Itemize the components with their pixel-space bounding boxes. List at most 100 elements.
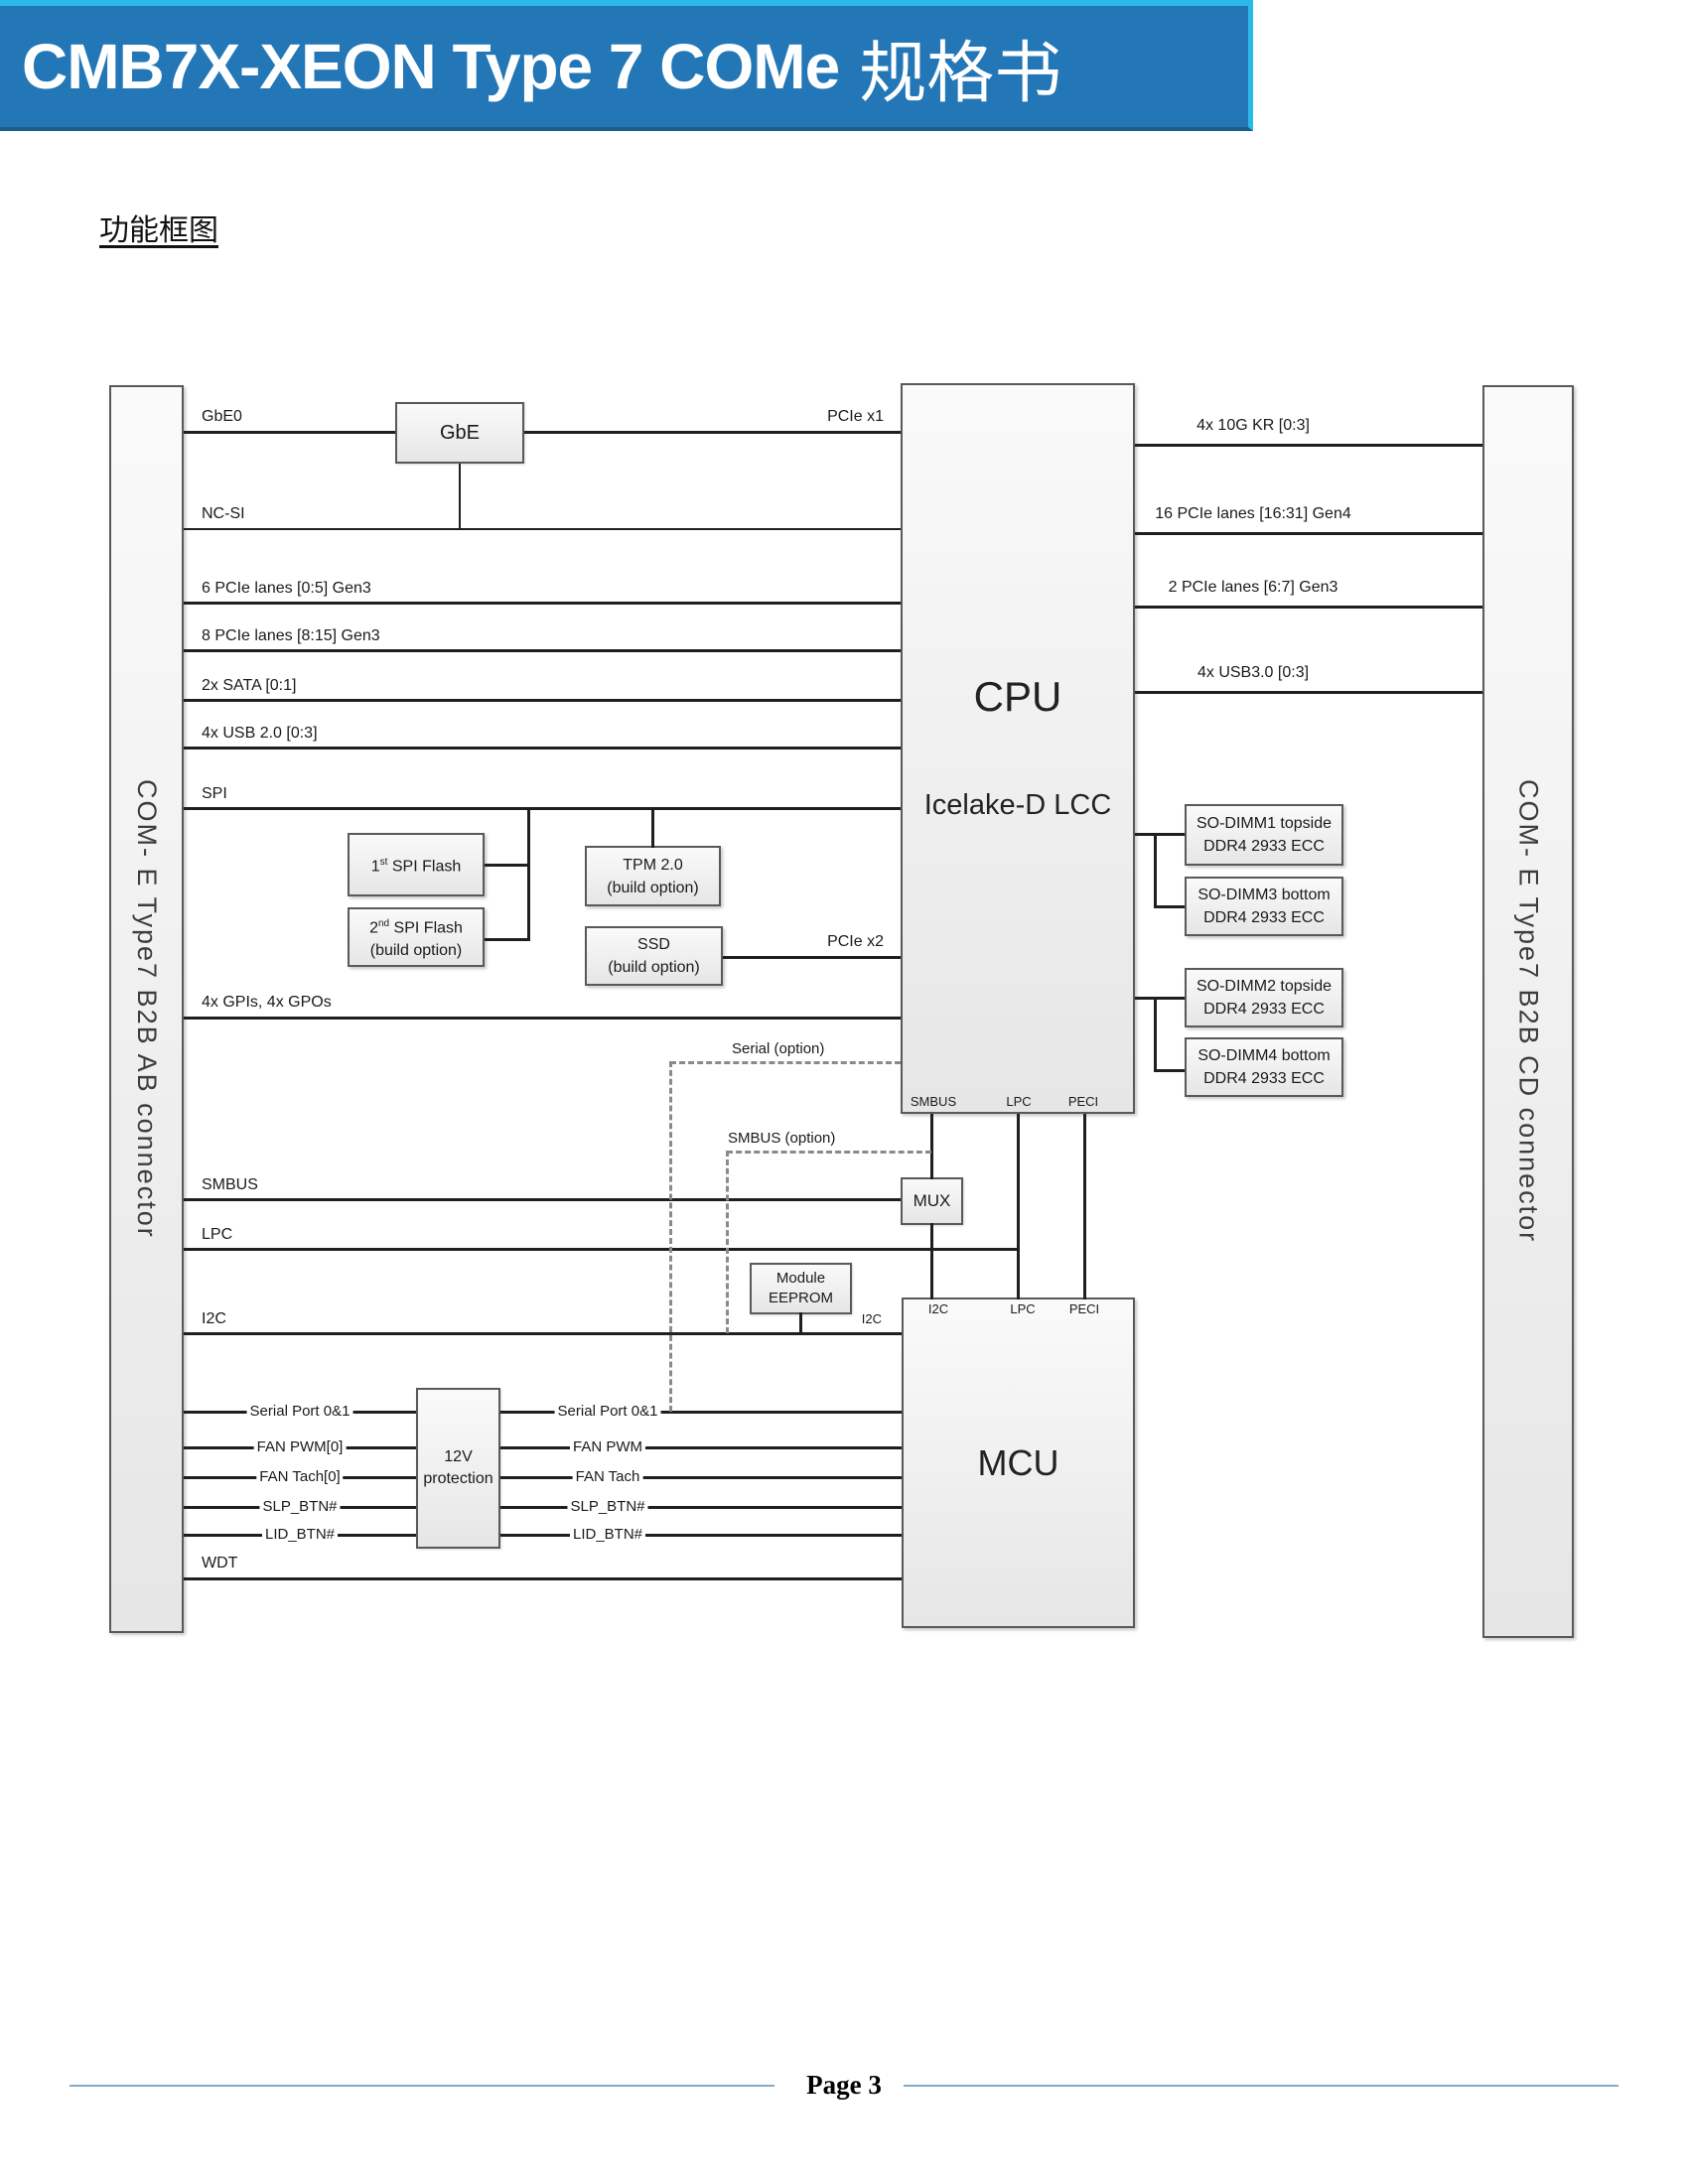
bus-line-gbe0	[184, 431, 395, 434]
label-pcie-x2: PCIe x2	[827, 933, 884, 950]
footer-rule-left	[70, 2085, 774, 2087]
label-smbus: SMBUS	[202, 1176, 258, 1193]
spi-flash1-branch	[485, 864, 529, 867]
bus-line-gpio	[184, 1017, 901, 1020]
label-serial-left: Serial Port 0&1	[246, 1403, 353, 1420]
dimm24-vert	[1154, 997, 1157, 1072]
ssd-label: SSD	[637, 936, 670, 953]
label-i2c: I2C	[202, 1310, 226, 1327]
bus-line-usb2	[184, 747, 901, 750]
bus-line-pcie-x1	[524, 431, 901, 434]
bus-line-usb3	[1135, 691, 1482, 694]
label-smbus-option: SMBUS (option)	[728, 1130, 836, 1147]
spi-flash2-branch	[485, 938, 529, 941]
label-ncsi: NC-SI	[202, 505, 245, 522]
com-e-cd-connector-label: COM- E Type7 B2B CD connector	[1513, 779, 1544, 1244]
label-sata: 2x SATA [0:1]	[202, 677, 297, 694]
label-slp-left: SLP_BTN#	[259, 1498, 341, 1515]
smbus-cpu-mux	[930, 1114, 933, 1179]
eeprom-label-1: Module	[775, 1270, 826, 1287]
cpu-pin-peci: PECI	[1067, 1094, 1099, 1109]
bus-line-pcie6	[184, 602, 901, 605]
serial-option-dashed-v	[669, 1061, 672, 1412]
label-fantach-right: FAN Tach	[572, 1468, 643, 1485]
com-e-ab-connector-label: COM- E Type7 B2B AB connector	[132, 779, 162, 1239]
bus-line-i2c	[184, 1332, 902, 1335]
label-usb3: 4x USB3.0 [0:3]	[1196, 664, 1310, 681]
lpc-cpu-mcu	[1017, 1114, 1020, 1299]
bus-line-spi	[184, 807, 901, 810]
label-usb2: 4x USB 2.0 [0:3]	[202, 725, 318, 742]
page-title: CMB7X-XEON Type 7 COMe	[22, 31, 840, 102]
mcu-block: MCU	[902, 1297, 1135, 1628]
gbe-ncsi-drop	[459, 464, 461, 529]
bus-line-smbus	[184, 1198, 901, 1201]
line-fantach-right	[500, 1476, 902, 1479]
ssd-block: SSD (build option)	[585, 926, 723, 986]
label-fanpwm-left: FAN PWM[0]	[253, 1438, 347, 1455]
mux-block: MUX	[901, 1177, 963, 1225]
bus-line-wdt	[184, 1577, 902, 1580]
gbe-label: GbE	[439, 421, 481, 444]
smbus-option-dashed-h	[727, 1151, 931, 1154]
so-dimm4-sublabel: DDR4 2933 ECC	[1203, 1070, 1325, 1087]
label-lid-left: LID_BTN#	[261, 1526, 339, 1543]
line-fanpwm-right	[500, 1446, 902, 1449]
cpu-pin-lpc: LPC	[1006, 1094, 1032, 1109]
so-dimm3-block: SO-DIMM3 bottom DDR4 2933 ECC	[1185, 877, 1343, 936]
footer-rule-right	[904, 2085, 1618, 2087]
so-dimm4-block: SO-DIMM4 bottom DDR4 2933 ECC	[1185, 1037, 1343, 1097]
gbe-block: GbE	[395, 402, 524, 464]
dimm4-stub	[1155, 1069, 1185, 1072]
label-lpc: LPC	[202, 1226, 233, 1243]
dimm1-stub	[1135, 833, 1185, 836]
spi-flash-2-label: 2nd SPI Flash	[369, 917, 463, 937]
eeprom-drop	[799, 1312, 802, 1334]
mcu-pin-i2c: I2C	[927, 1301, 949, 1316]
so-dimm2-label: SO-DIMM2 topside	[1196, 978, 1333, 995]
label-wdt: WDT	[202, 1555, 238, 1571]
so-dimm4-label: SO-DIMM4 bottom	[1197, 1047, 1331, 1064]
tpm-block: TPM 2.0 (build option)	[585, 846, 721, 906]
line-slp-right	[500, 1506, 902, 1509]
so-dimm1-block: SO-DIMM1 topside DDR4 2933 ECC	[1185, 804, 1343, 866]
com-e-cd-connector: COM- E Type7 B2B CD connector	[1482, 385, 1574, 1638]
page-title-cn: 规格书	[859, 34, 1062, 113]
label-fanpwm-right: FAN PWM	[570, 1438, 645, 1455]
tpm-label: TPM 2.0	[623, 856, 683, 874]
dimm2-stub	[1135, 997, 1185, 1000]
label-10gkr: 4x 10G KR [0:3]	[1196, 417, 1310, 434]
peci-cpu-mcu	[1083, 1114, 1086, 1299]
page-number: Page 3	[806, 2070, 882, 2100]
so-dimm1-label: SO-DIMM1 topside	[1196, 815, 1333, 832]
bus-line-lpc	[184, 1248, 1018, 1251]
bus-line-10gkr	[1135, 444, 1482, 447]
label-lid-right: LID_BTN#	[569, 1526, 646, 1543]
com-e-ab-connector: COM- E Type7 B2B AB connector	[109, 385, 184, 1633]
so-dimm1-sublabel: DDR4 2933 ECC	[1203, 838, 1325, 855]
cpu-sublabel: Icelake-D LCC	[923, 789, 1112, 821]
serial-option-dashed-h	[670, 1061, 901, 1064]
12v-label-2: protection	[423, 1470, 493, 1487]
12v-protection-block: 12V protection	[416, 1388, 500, 1549]
eeprom-label-2: EEPROM	[768, 1290, 833, 1306]
label-pcie8: 8 PCIe lanes [8:15] Gen3	[202, 627, 380, 644]
so-dimm2-sublabel: DDR4 2933 ECC	[1203, 1001, 1325, 1018]
label-pcie-x1: PCIe x1	[827, 408, 884, 425]
mux-mcu-i2c	[930, 1223, 933, 1299]
label-serial-right: Serial Port 0&1	[554, 1403, 661, 1420]
ssd-note: (build option)	[608, 959, 700, 976]
line-serial-right	[500, 1411, 902, 1414]
spi-flash-1-block: 1st SPI Flash	[348, 833, 485, 896]
bus-line-pcie-x2	[723, 956, 901, 959]
label-pcie2: 2 PCIe lanes [6:7] Gen3	[1168, 579, 1338, 596]
dimm3-stub	[1155, 905, 1185, 908]
smbus-option-dashed-v	[726, 1151, 729, 1333]
cpu-block: CPU Icelake-D LCC	[901, 383, 1135, 1114]
bus-line-sata	[184, 699, 901, 702]
dimm13-vert	[1154, 833, 1157, 908]
label-pcie16: 16 PCIe lanes [16:31] Gen4	[1155, 505, 1351, 522]
so-dimm2-block: SO-DIMM2 topside DDR4 2933 ECC	[1185, 968, 1343, 1027]
spi-flash-1-label: 1st SPI Flash	[370, 857, 462, 876]
